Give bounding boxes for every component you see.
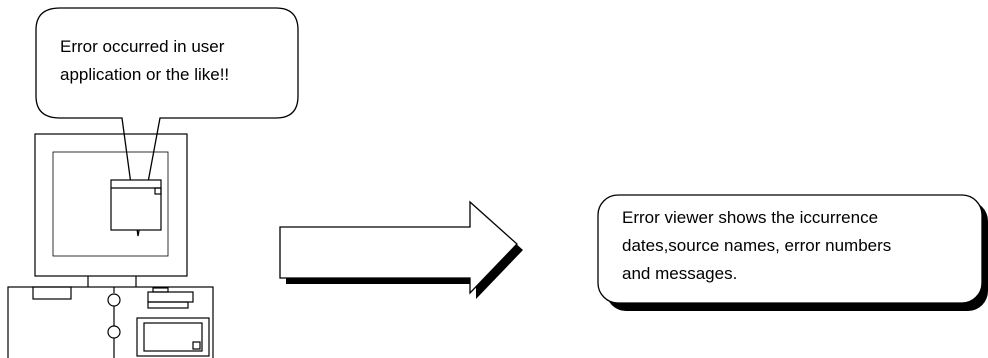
left-callout-line-2: application or the like!! <box>60 65 230 84</box>
right-message-line-3: and messages. <box>622 264 738 283</box>
right-message-text: Error viewer shows the iccurrence dates,… <box>622 204 972 288</box>
cable-connector-icon <box>147 287 194 309</box>
flow-arrow-icon <box>279 200 523 299</box>
monitor-screen <box>52 151 169 257</box>
base-body <box>7 286 214 358</box>
left-callout-line-1: Error occurred in user <box>60 37 225 56</box>
base-slot-left <box>32 286 72 300</box>
drive-bay-icon <box>136 317 210 357</box>
base-connector-bottom <box>107 325 121 339</box>
computer-monitor-icon <box>34 133 188 287</box>
error-window-icon <box>110 179 162 231</box>
monitor-bezel <box>34 133 188 277</box>
computer-base-icon <box>7 286 214 358</box>
right-message-box <box>597 194 988 311</box>
arrow-body <box>279 200 518 295</box>
left-callout-text: Error occurred in user application or th… <box>60 33 300 89</box>
right-message-line-2: dates,source names, error numbers <box>622 236 892 255</box>
message-box-body <box>597 194 983 304</box>
right-message-line-1: Error viewer shows the iccurrence <box>622 208 879 227</box>
base-connector-top <box>107 293 121 307</box>
left-callout-bubble <box>35 7 299 237</box>
